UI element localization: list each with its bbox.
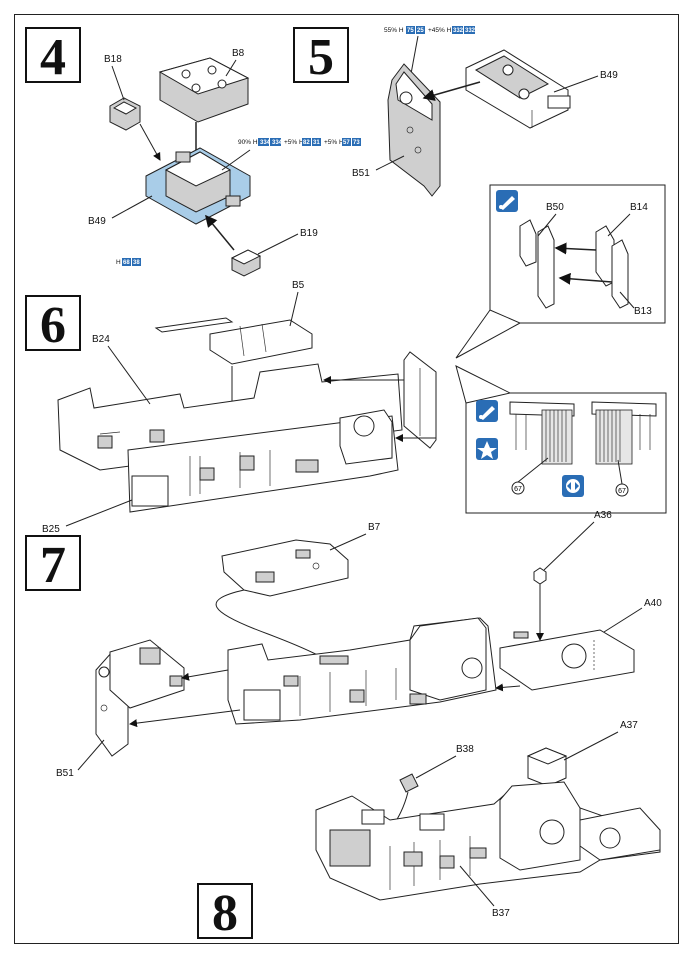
- paint-step5-seg1-box1: 75: [407, 28, 414, 34]
- part-b8: [158, 57, 250, 123]
- step-4: 4 B8 B18 B49 90: [25, 27, 361, 277]
- part-b49: [145, 147, 251, 225]
- paint-step4-seg3-box2: 73: [353, 140, 360, 146]
- label-b50: B50: [546, 202, 564, 213]
- label-a40: A40: [644, 598, 662, 609]
- label-b7: B7: [368, 522, 381, 533]
- step-4-number: 4: [40, 29, 66, 86]
- label-b8: B8: [232, 48, 245, 59]
- step-5-box: [293, 27, 349, 83]
- step-5: 5 55% H 75 25 +45% H 332 332 B51 B49: [293, 26, 618, 197]
- paint-step5-seg2-pre: +45% H: [428, 27, 452, 34]
- detail-box-decal: 67 67: [455, 365, 667, 514]
- paint-step5-seg1-pre: 55% H: [384, 27, 404, 34]
- part-b25: [127, 409, 399, 513]
- paint-step4-single-box1: 68: [123, 260, 130, 266]
- part-b18: [109, 97, 141, 131]
- detail-box-b50-b14: B50 B14 B13: [455, 184, 666, 359]
- step-8: 8 B38 A37: [197, 720, 661, 942]
- label-b24: B24: [92, 334, 110, 345]
- detail-box-frame: [489, 184, 666, 324]
- paint-step4-seg3-box1: 57: [343, 140, 350, 146]
- part-a36: [533, 567, 547, 585]
- step-7-number: 7: [40, 537, 66, 594]
- part-a40: [499, 629, 635, 691]
- hull-assembly-step7: [227, 617, 529, 725]
- paint-step4-single-pre: H: [116, 259, 121, 266]
- paint-step4-single: H 68 38: [116, 258, 141, 266]
- label-b37: B37: [492, 908, 510, 919]
- label-b51-step7: B51: [56, 768, 74, 779]
- step-8-box: [197, 883, 253, 939]
- paint-mix-step5: 55% H 75 25 +45% H 332 332: [384, 26, 476, 91]
- label-b38: B38: [456, 744, 474, 755]
- decal-number-right: 67: [618, 488, 626, 495]
- label-b5: B5: [292, 280, 305, 291]
- paint-step5-seg1-box2: 25: [417, 28, 424, 34]
- step-6-number: 6: [40, 297, 66, 354]
- decal-grille-left: [509, 401, 575, 465]
- part-b24: [57, 363, 403, 471]
- part-b19: [230, 249, 262, 277]
- part-b50: [519, 219, 555, 309]
- paint-step4-seg1-pre: 90% H: [238, 139, 258, 146]
- label-b51-step5: B51: [352, 168, 370, 179]
- step-6: 6 B5 B24: [25, 280, 437, 535]
- step-7-box: [25, 535, 81, 591]
- part-b7: [221, 539, 349, 597]
- hull-assembly-step8: [315, 781, 661, 901]
- label-a36: A36: [594, 510, 612, 521]
- step-5-number: 5: [308, 29, 334, 86]
- part-b51-step7: [95, 639, 185, 757]
- paint-step4-single-box2: 38: [133, 260, 140, 266]
- paint-step4-seg2-box1: 82: [303, 140, 310, 146]
- step-4-box: [25, 27, 81, 83]
- part-b51-step5: [387, 63, 441, 197]
- paint-step4-seg2-box2: 31: [313, 140, 320, 146]
- label-b18: B18: [104, 54, 122, 65]
- paint-step4-seg2-pre: +5% H: [284, 139, 304, 146]
- part-b38: [399, 773, 419, 793]
- part-b14: [595, 225, 629, 309]
- step-6-box: [25, 295, 81, 351]
- paint-step4-seg1-box1: 334: [260, 140, 271, 146]
- label-b25: B25: [42, 524, 60, 535]
- decal-grille-right: [591, 401, 657, 465]
- step-7: 7 B7 A36 A40: [25, 510, 662, 779]
- step-8-number: 8: [212, 885, 238, 942]
- label-b14: B14: [630, 202, 648, 213]
- label-b19: B19: [300, 228, 318, 239]
- decal-number-left: 67: [514, 486, 522, 493]
- label-b13: B13: [634, 306, 652, 317]
- part-b49-step5: [465, 49, 571, 129]
- part-side-panel-step6: [403, 351, 437, 449]
- paint-mix-step4: 90% H 334 334 +5% H 82 31 +5% H 57 73: [221, 138, 361, 171]
- paint-step5-seg2-box2: 332: [465, 28, 476, 34]
- paint-step4-seg3-pre: +5% H: [324, 139, 344, 146]
- label-b49: B49: [88, 216, 106, 227]
- label-b49-step5: B49: [600, 70, 618, 81]
- part-b5: [154, 317, 313, 365]
- page-border: [14, 14, 679, 944]
- paint-step4-seg1-box2: 334: [272, 140, 283, 146]
- paint-step5-seg2-box1: 332: [453, 28, 464, 34]
- part-a37: [526, 747, 568, 787]
- label-a37: A37: [620, 720, 638, 731]
